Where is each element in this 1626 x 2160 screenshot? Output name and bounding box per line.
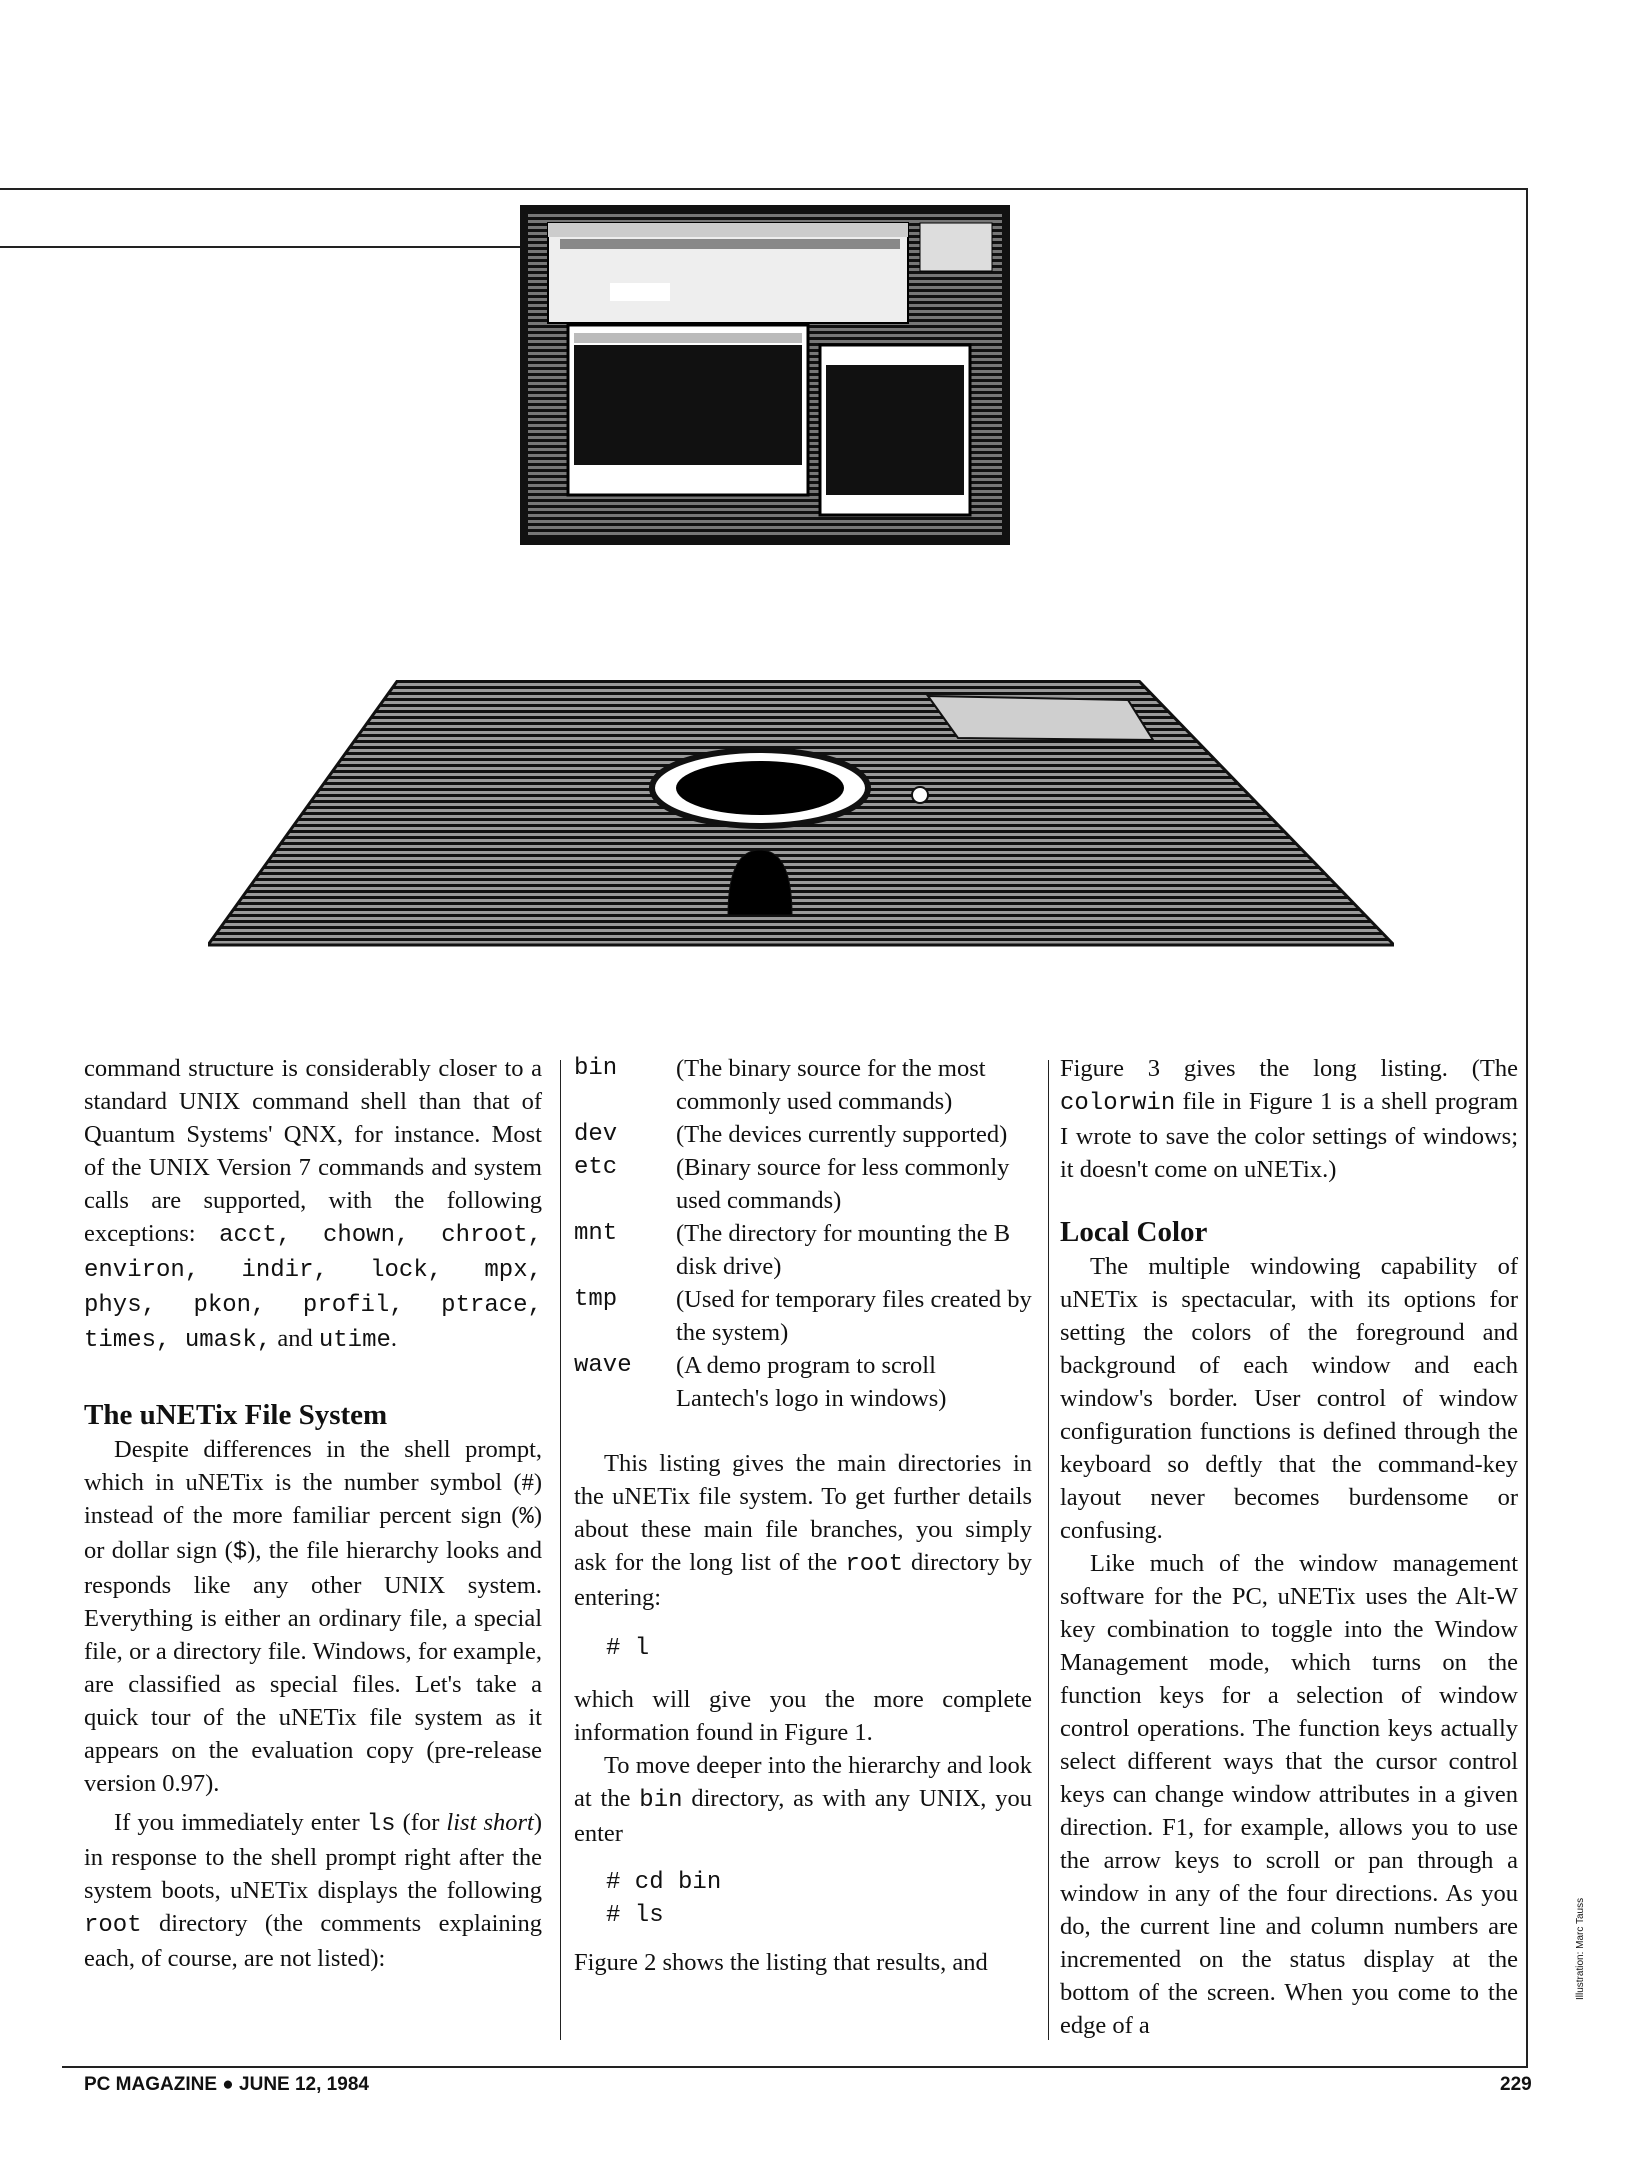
section-heading: The uNETix File System [84, 1399, 388, 1431]
code-line: # l [606, 1635, 650, 1662]
column-1: command structure is considerably closer… [84, 1052, 542, 1975]
monitor-screen-icon [520, 205, 1010, 545]
paragraph: The multiple windowing capability of uNE… [1060, 1253, 1518, 1544]
table-row: mnt(The directory for mounting the B dis… [574, 1220, 1011, 1280]
column-divider-1 [560, 1060, 561, 2040]
page-number: 229 [1500, 2074, 1532, 2095]
paragraph: Figure 2 shows the listing that results,… [574, 1949, 988, 1976]
code-line: # ls [606, 1902, 664, 1929]
paragraph: Figure 3 gives the long listing. (The co… [1060, 1055, 1518, 1183]
column-2: bin(The binary source for the most commo… [574, 1052, 1032, 1979]
magazine-issue-line: PC MAGAZINE ● JUNE 12, 1984 [84, 2074, 369, 2095]
floppy-disk-icon [208, 680, 1394, 947]
top-rule-left-stub [0, 246, 520, 248]
column-divider-2 [1048, 1060, 1049, 2040]
paragraph: command structure is considerably closer… [84, 1055, 543, 1354]
paragraph: This listing gives the main directories … [574, 1450, 1032, 1611]
table-row: dev(The devices currently supported) [574, 1121, 1008, 1148]
code-line: # cd bin [606, 1869, 722, 1896]
right-rule [1526, 188, 1528, 2066]
paragraph: which will give you the more complete in… [574, 1686, 1032, 1746]
table-row: wave(A demo program to scroll Lantech's … [574, 1352, 947, 1412]
bottom-rule [62, 2066, 1528, 2068]
directory-listing: bin(The binary source for the most commo… [574, 1052, 1032, 1415]
table-row: tmp(Used for temporary files created by … [574, 1286, 1032, 1346]
paragraph: If you immediately enter ls (for list sh… [84, 1809, 542, 1972]
column-3: Figure 3 gives the long listing. (The co… [1060, 1052, 1518, 2042]
paragraph: Despite differences in the shell prompt,… [84, 1436, 542, 1797]
table-row: bin(The binary source for the most commo… [574, 1055, 986, 1115]
paragraph: Like much of the window management softw… [1060, 1550, 1518, 2039]
section-heading: Local Color [1060, 1216, 1208, 1248]
paragraph: To move deeper into the hierarchy and lo… [574, 1752, 1032, 1847]
illustration-credit: Illustration: Marc Tauss [1575, 1897, 1586, 2000]
table-row: etc(Binary source for less commonly used… [574, 1154, 1010, 1214]
top-rule [0, 188, 1528, 190]
